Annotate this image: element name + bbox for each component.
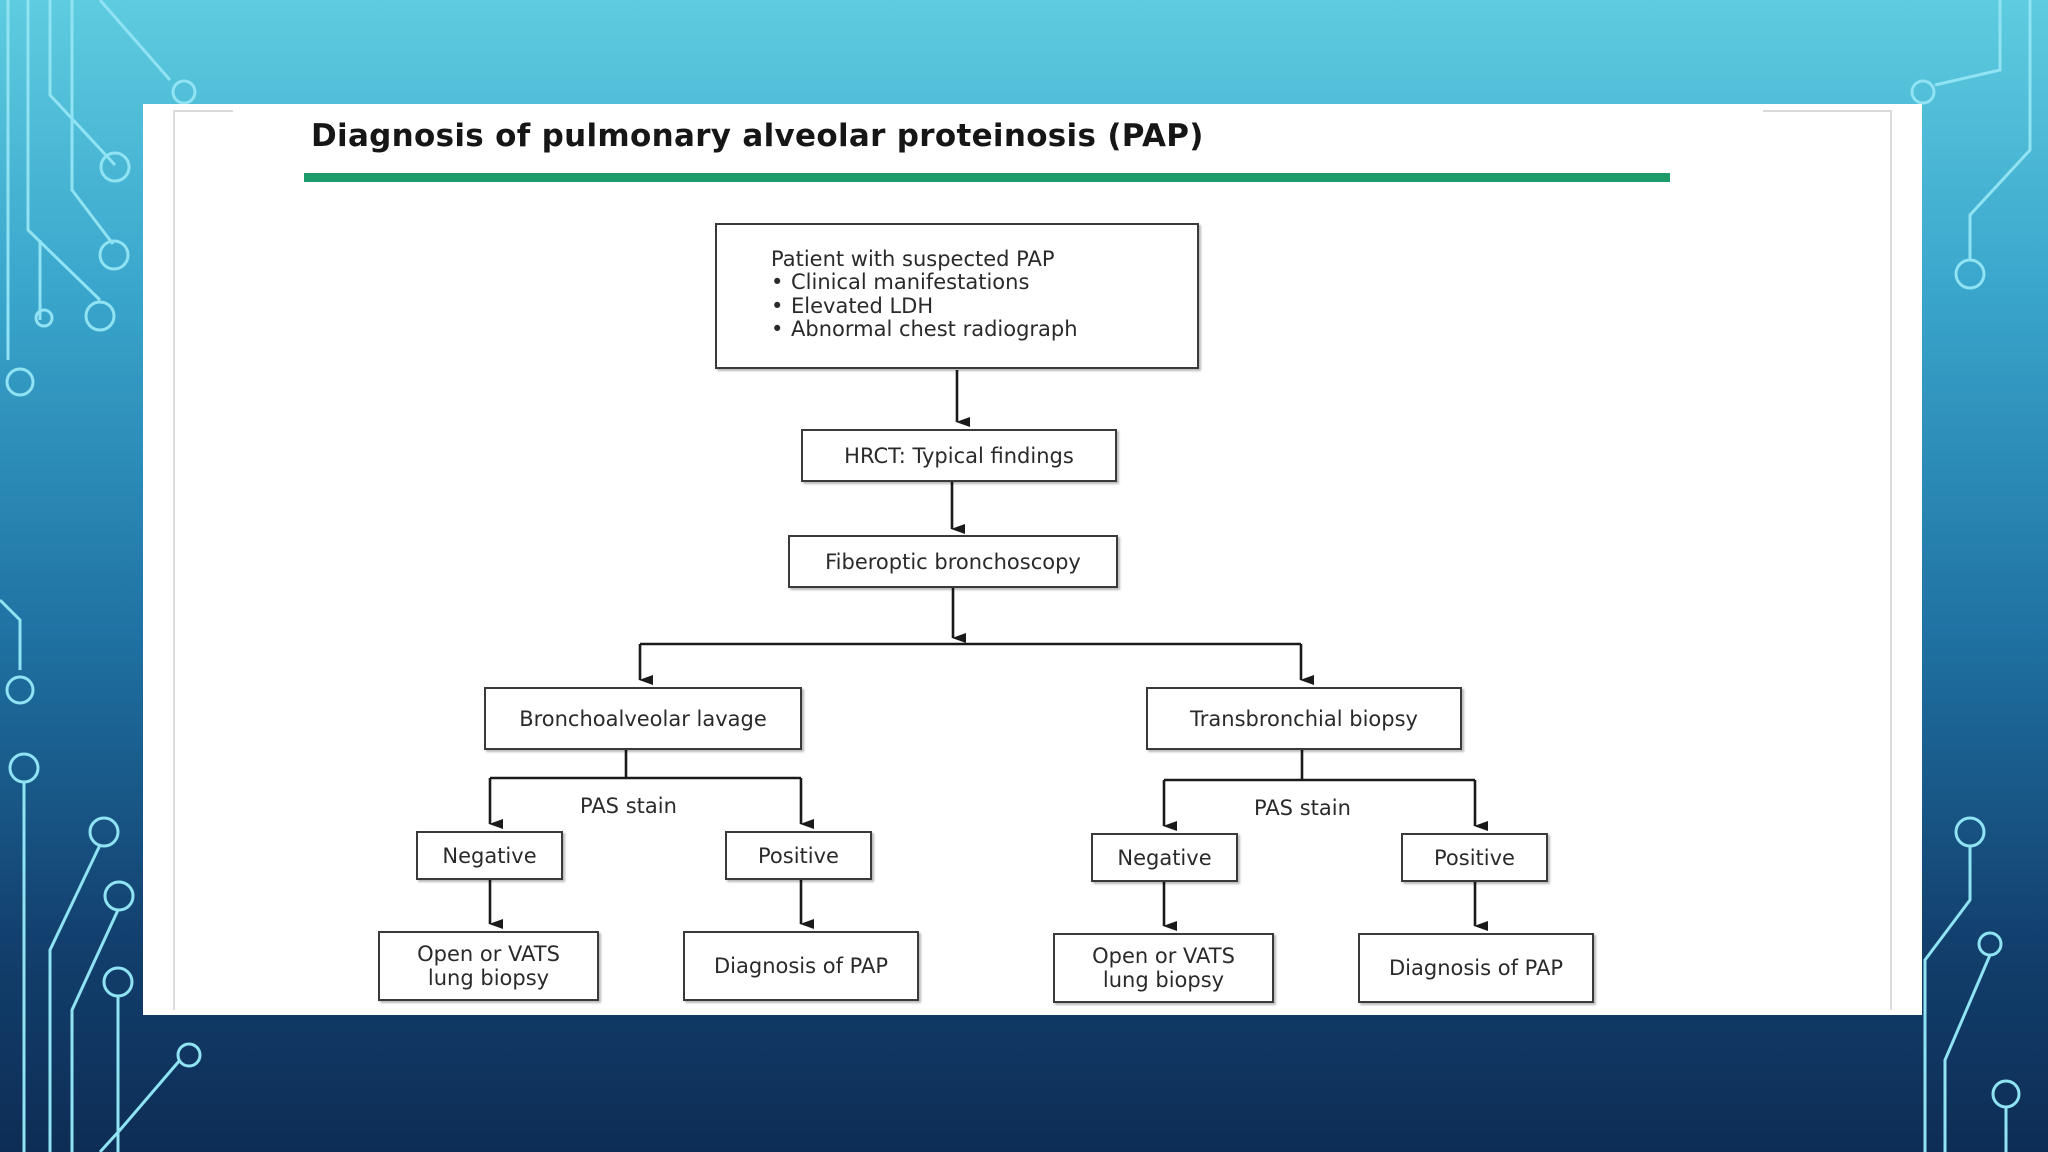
- node-left-diagnosis-of-pap: Diagnosis of PAP: [683, 931, 919, 1001]
- node-left-open-vats-label: Open or VATS lung biopsy: [417, 942, 560, 990]
- node-right-positive: Positive: [1401, 833, 1548, 882]
- left-pas-stain-label: PAS stain: [580, 794, 677, 818]
- node-patient-suspected-pap: Patient with suspected PAP Clinical mani…: [715, 223, 1199, 369]
- node-left-negative: Negative: [416, 831, 563, 880]
- panel-right-rule: [1890, 110, 1892, 1010]
- node-right-negative: Negative: [1091, 833, 1238, 882]
- node-right-open-vats-label: Open or VATS lung biopsy: [1092, 944, 1235, 992]
- diagram-panel: Diagnosis of pulmonary alveolar proteino…: [143, 104, 1922, 1015]
- node-bronchoscopy-label: Fiberoptic bronchoscopy: [825, 549, 1081, 574]
- criterion-item: Abnormal chest radiograph: [771, 317, 1197, 342]
- node-left-open-vats-biopsy: Open or VATS lung biopsy: [378, 931, 599, 1001]
- node-right-negative-label: Negative: [1117, 845, 1212, 870]
- panel-top-right-rule: [1763, 110, 1891, 112]
- criterion-item: Clinical manifestations: [771, 270, 1197, 295]
- node-right-open-vats-biopsy: Open or VATS lung biopsy: [1053, 933, 1274, 1003]
- right-pas-stain-label: PAS stain: [1254, 796, 1351, 820]
- node-right-positive-label: Positive: [1434, 845, 1515, 870]
- node-left-negative-label: Negative: [442, 843, 537, 868]
- panel-left-rule: [173, 110, 175, 1010]
- node-hrct-label: HRCT: Typical findings: [844, 443, 1074, 468]
- node-bal-label: Bronchoalveolar lavage: [519, 706, 767, 731]
- diagram-title: Diagnosis of pulmonary alveolar proteino…: [311, 118, 1204, 154]
- node-hrct: HRCT: Typical findings: [801, 429, 1117, 482]
- node-patient-lead: Patient with suspected PAP: [771, 247, 1055, 271]
- criterion-item: Elevated LDH: [771, 294, 1197, 319]
- node-right-diagnosis-of-pap: Diagnosis of PAP: [1358, 933, 1594, 1003]
- node-left-positive-label: Positive: [758, 843, 839, 868]
- title-underline: [304, 173, 1670, 182]
- node-left-diagnosis-label: Diagnosis of PAP: [713, 954, 889, 978]
- node-fiberoptic-bronchoscopy: Fiberoptic bronchoscopy: [788, 535, 1118, 588]
- node-right-diagnosis-label: Diagnosis of PAP: [1388, 956, 1564, 980]
- node-left-positive: Positive: [725, 831, 872, 880]
- node-bronchoalveolar-lavage: Bronchoalveolar lavage: [484, 687, 802, 750]
- node-tbb-label: Transbronchial biopsy: [1190, 706, 1418, 731]
- node-transbronchial-biopsy: Transbronchial biopsy: [1146, 687, 1462, 750]
- node-patient-criteria: Clinical manifestations Elevated LDH Abn…: [771, 270, 1197, 342]
- panel-top-left-rule: [173, 110, 233, 112]
